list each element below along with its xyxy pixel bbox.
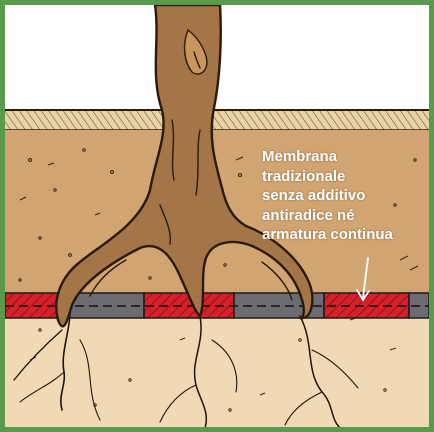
caption-line: senza additivo <box>262 186 430 206</box>
topsoil-band <box>5 110 429 130</box>
caption-line: Membrana <box>262 147 430 167</box>
membrane-segment-red <box>324 293 409 318</box>
caption-line: tradizionale <box>262 167 430 187</box>
caption-line: armatura continua <box>262 225 430 245</box>
membrane-caption: Membrana tradizionale senza additivo ant… <box>262 147 430 245</box>
caption-line: antiradice né <box>262 206 430 226</box>
